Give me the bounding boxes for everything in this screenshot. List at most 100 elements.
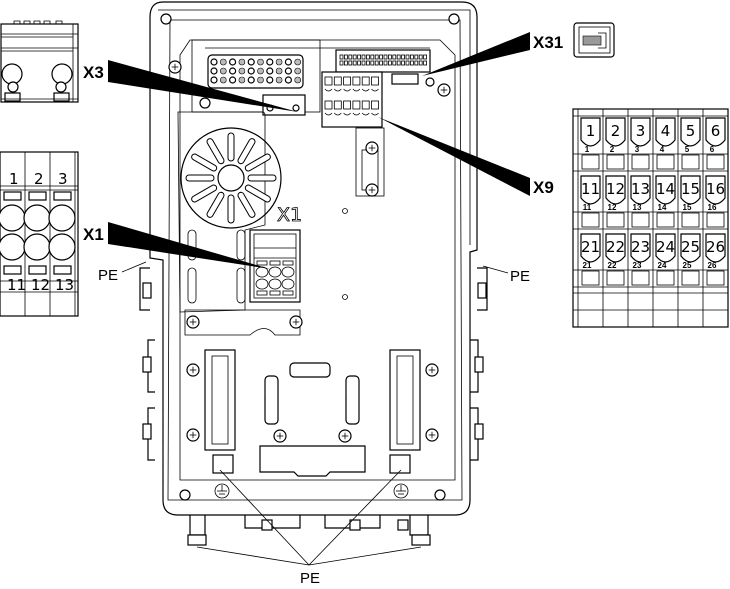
x31-label: X31 [533, 33, 563, 52]
pin-icon [284, 67, 292, 75]
pin-icon [387, 54, 392, 60]
ground-symbol-icon [214, 483, 230, 499]
x3-label: X3 [83, 63, 104, 82]
pin-icon [423, 60, 428, 66]
x9-pointer [378, 117, 530, 196]
pin-icon [361, 54, 366, 60]
x9-terminal-cell [580, 233, 601, 263]
pe-screw-left [187, 534, 207, 546]
x9-cell [324, 76, 333, 86]
x9-terminal-cell [680, 233, 701, 263]
x9-small-number: 16 [708, 203, 717, 212]
pin-icon [418, 60, 423, 66]
pin-icon [352, 60, 357, 66]
x9-big-number: 3 [636, 122, 646, 140]
x9-small-number: 14 [658, 203, 667, 212]
phillips-screw-icon [186, 428, 200, 442]
ground-symbol-icon [393, 483, 409, 499]
x1-top-number: 2 [34, 170, 44, 188]
pin-icon [294, 58, 302, 66]
x9-cell [343, 100, 352, 110]
x1-bottom-number: 12 [31, 276, 50, 294]
x9-terminal-cell [630, 175, 651, 205]
pin-icon [238, 76, 246, 84]
pin-icon [423, 54, 428, 60]
x9-cell [324, 100, 333, 110]
pin-icon [370, 54, 375, 60]
x3-pointer [108, 60, 298, 112]
pin-icon [284, 58, 292, 66]
x9-small-number: 15 [683, 203, 692, 212]
pin-icon [374, 54, 379, 60]
x3-plug-detail [0, 20, 79, 103]
x9-cell [352, 76, 361, 86]
cable-clamp-right [389, 349, 421, 451]
pin-icon [357, 54, 362, 60]
x9-terminal-cell [630, 233, 651, 263]
x1-top-number: 1 [9, 170, 19, 188]
pin-icon [220, 76, 227, 84]
pin-icon [339, 54, 344, 60]
x9-small-number: 26 [708, 261, 717, 270]
x9-cell [333, 76, 342, 86]
pin-icon [275, 58, 283, 66]
pin-icon [383, 60, 388, 66]
x9-cell [371, 76, 379, 86]
x31-socket [391, 73, 419, 85]
x9-terminal-cell [580, 175, 601, 205]
pin-icon [210, 58, 218, 66]
pin-icon [405, 54, 410, 60]
x9-small-number: 3 [635, 145, 640, 154]
shield-clamp-center [259, 445, 366, 477]
pin-icon [387, 60, 392, 66]
pin-icon [229, 67, 237, 75]
x9-terminal-cell [605, 233, 626, 263]
x9-big-number: 13 [631, 180, 650, 198]
fan-grille-icon [177, 111, 282, 313]
pin-icon [392, 60, 397, 66]
x9-terminal-cell [630, 117, 651, 147]
pe-label-right: PE [510, 268, 530, 285]
x9-label: X9 [533, 178, 554, 197]
mount-hole-icon [434, 489, 446, 501]
x9-small-number: 12 [608, 203, 617, 212]
pin-icon [266, 67, 274, 75]
phillips-screw-icon [273, 429, 287, 443]
pin-icon [414, 60, 419, 66]
x9-terminal-detail: 1122334455661111121213131414151516162121… [572, 108, 729, 328]
main-housing [139, 1, 488, 546]
x9-small-number: 21 [583, 261, 592, 270]
pin-icon [247, 76, 255, 84]
pe-label-left: PE [98, 267, 118, 284]
pin-icon [266, 58, 274, 66]
x1-pointer [108, 222, 270, 269]
x9-cell [361, 100, 370, 110]
pin-icon [396, 60, 401, 66]
x9-terminal-block [321, 71, 383, 128]
x9-small-number: 22 [608, 261, 617, 270]
rj-connector-icon [573, 22, 615, 58]
x1-plug-detail: 1 2 3 11 12 13 [0, 151, 79, 317]
pin-icon [365, 60, 370, 66]
pin-icon [343, 60, 348, 66]
pin-icon [414, 54, 419, 60]
x1-top-number: 3 [58, 170, 68, 188]
x9-cell [371, 100, 379, 110]
x9-terminal-cell [655, 175, 676, 205]
x9-big-number: 5 [686, 122, 696, 140]
pin-icon [220, 67, 227, 75]
x31-pointer [422, 32, 530, 76]
pin-icon [348, 60, 353, 66]
upper-connector-board [191, 39, 435, 197]
pe-screw-right [411, 534, 431, 546]
x9-terminal-cell [705, 117, 726, 147]
x9-cell [352, 100, 361, 110]
pin-icon [229, 76, 237, 84]
pin-icon [418, 54, 423, 60]
x9-terminal-cell [655, 117, 676, 147]
x9-small-number: 5 [685, 145, 690, 154]
x9-big-number: 26 [706, 238, 725, 256]
x9-terminal-cell [680, 175, 701, 205]
x9-big-number: 4 [661, 122, 671, 140]
x9-small-number: 6 [710, 145, 715, 154]
